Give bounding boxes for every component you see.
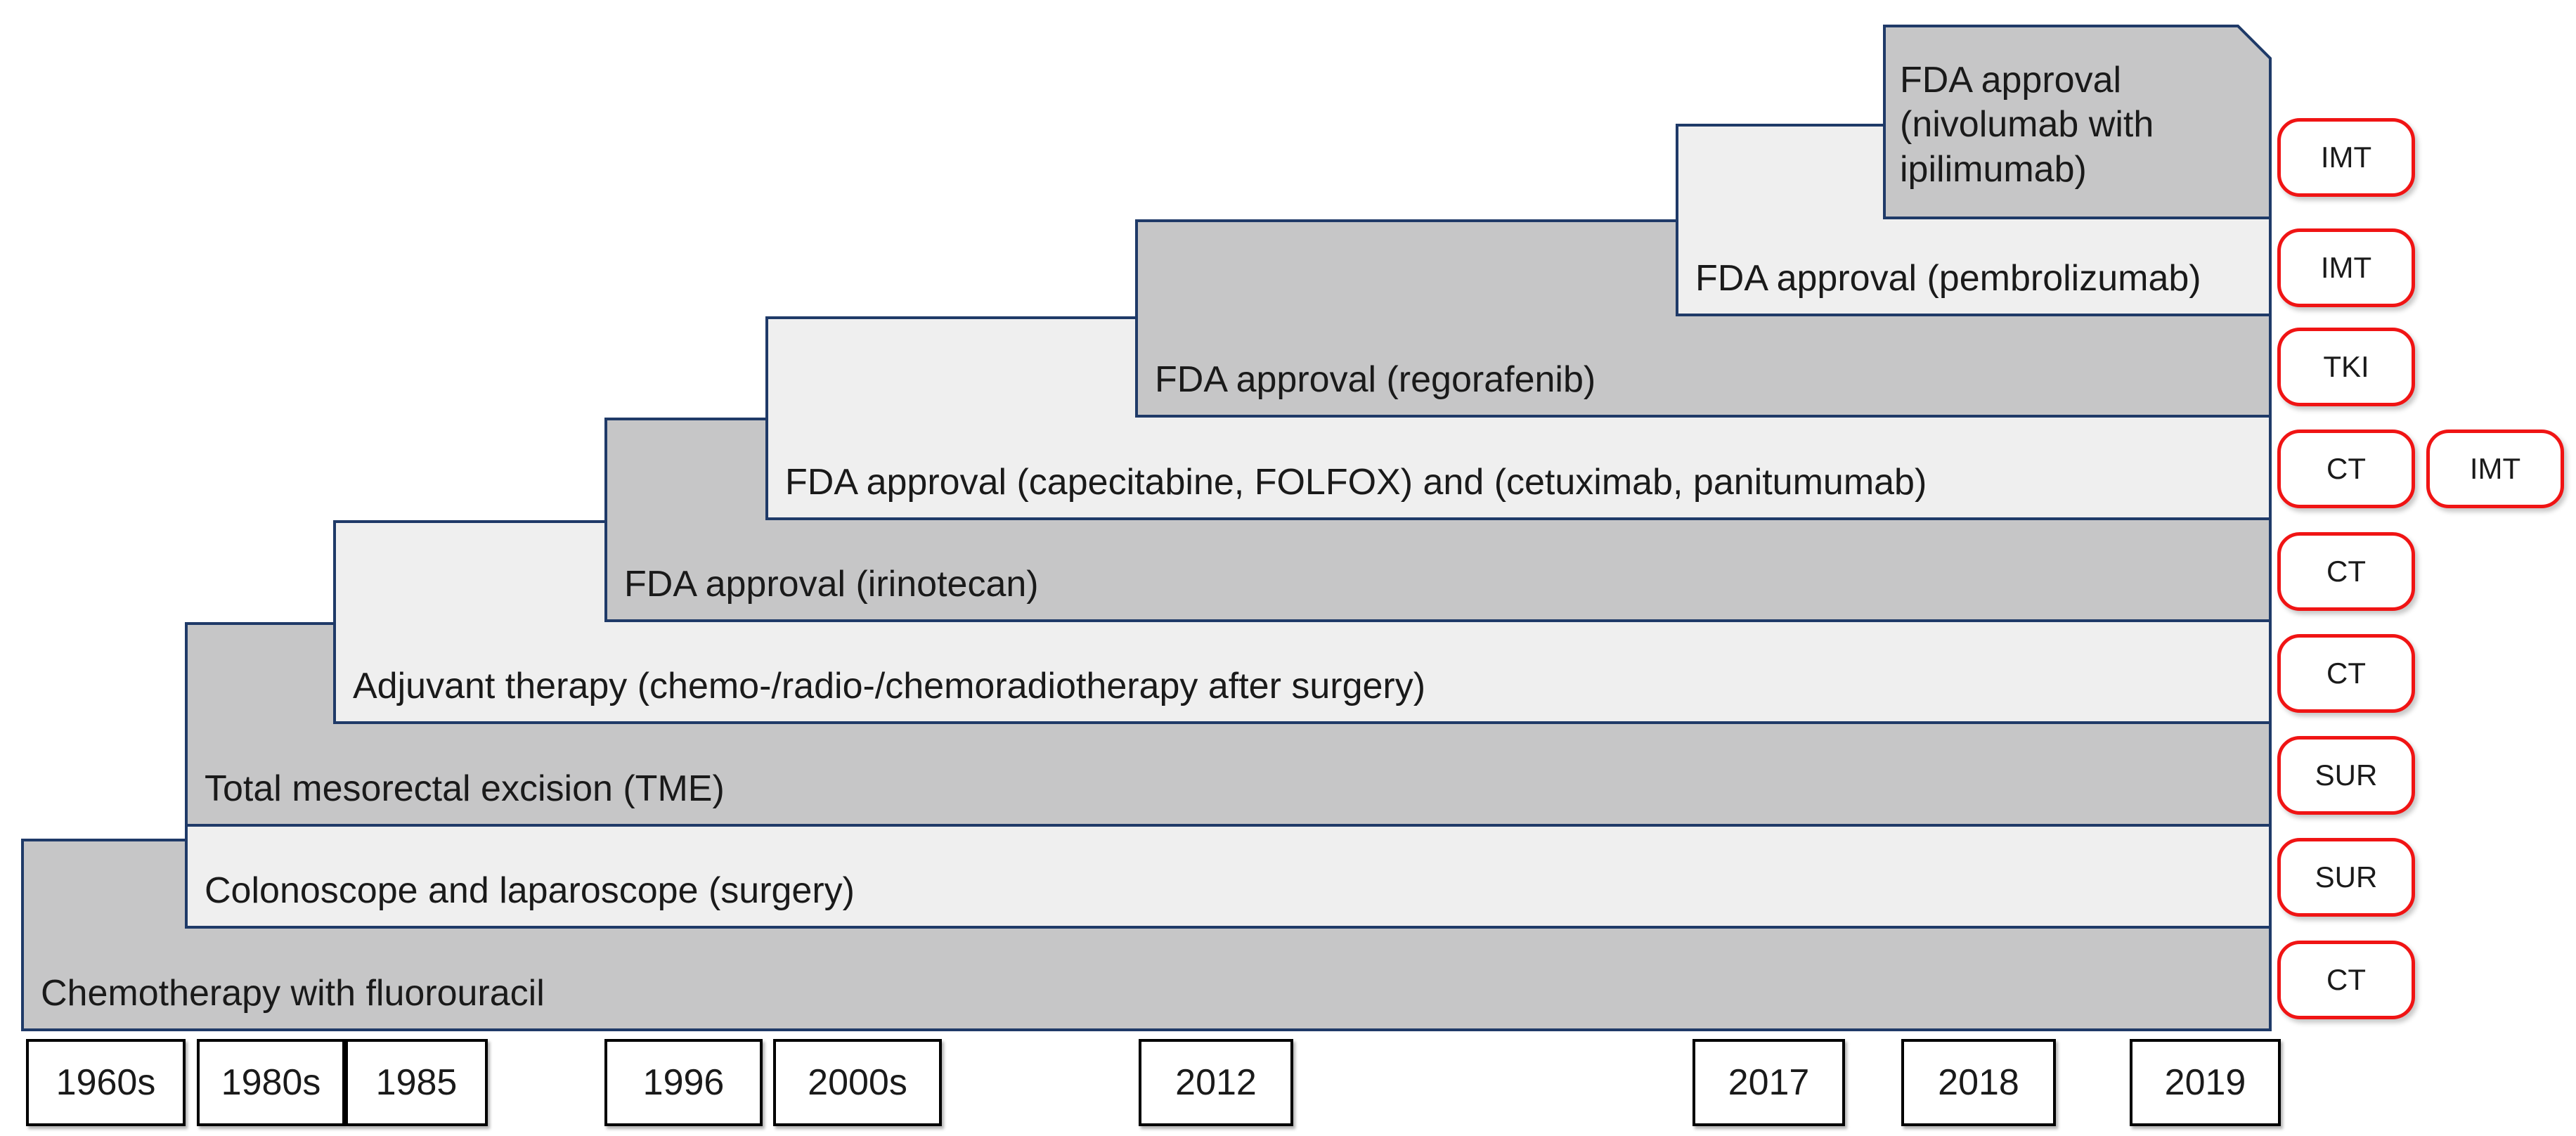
folded-corner-box (1883, 25, 2272, 219)
year-box-8: 2019 (2130, 1039, 2281, 1126)
category-tag-capecitabine-folfox-cetuximab-panitumumab-1: IMT (2426, 430, 2564, 508)
year-box-0: 1960s (26, 1039, 186, 1126)
year-box-7: 2018 (1901, 1039, 2056, 1126)
year-box-4: 2000s (773, 1039, 942, 1126)
year-box-5: 2012 (1139, 1039, 1293, 1126)
category-tag-chemotherapy-fluorouracil-0: CT (2277, 941, 2415, 1019)
bar-label-line: FDA approval (1900, 60, 2122, 101)
category-tag-adjuvant-therapy-0: CT (2277, 634, 2415, 713)
bar-label-adjuvant-therapy: Adjuvant therapy (chemo-/radio-/chemorad… (353, 665, 1426, 706)
year-box-2: 1985 (345, 1039, 488, 1126)
bar-label-capecitabine-folfox-cetuximab-panitumumab: FDA approval (capecitabine, FOLFOX) and … (785, 461, 1927, 503)
bar-label-line: (nivolumab with (1900, 104, 2154, 146)
bar-label-chemotherapy-fluorouracil: Chemotherapy with fluorouracil (41, 972, 545, 1014)
year-box-1: 1980s (197, 1039, 345, 1126)
year-box-3: 1996 (604, 1039, 763, 1126)
category-tag-colonoscope-laparoscope-0: SUR (2277, 838, 2415, 917)
bar-label-line: ipilimumab) (1900, 148, 2087, 190)
category-tag-regorafenib-0: TKI (2277, 328, 2415, 406)
bar-label-total-mesorectal-excision: Total mesorectal excision (TME) (205, 768, 725, 809)
category-tag-pembrolizumab-0: IMT (2277, 228, 2415, 307)
bar-label-irinotecan: FDA approval (irinotecan) (624, 563, 1039, 605)
category-tag-capecitabine-folfox-cetuximab-panitumumab-0: CT (2277, 430, 2415, 508)
bar-label-colonoscope-laparoscope: Colonoscope and laparoscope (surgery) (205, 870, 855, 911)
bar-label-regorafenib: FDA approval (regorafenib) (1155, 359, 1596, 400)
bar-label-pembrolizumab: FDA approval (pembrolizumab) (1695, 257, 2201, 299)
year-box-6: 2017 (1692, 1039, 1845, 1126)
category-tag-nivolumab-ipilimumab-0: IMT (2277, 118, 2415, 197)
category-tag-irinotecan-0: CT (2277, 532, 2415, 611)
category-tag-total-mesorectal-excision-0: SUR (2277, 736, 2415, 815)
